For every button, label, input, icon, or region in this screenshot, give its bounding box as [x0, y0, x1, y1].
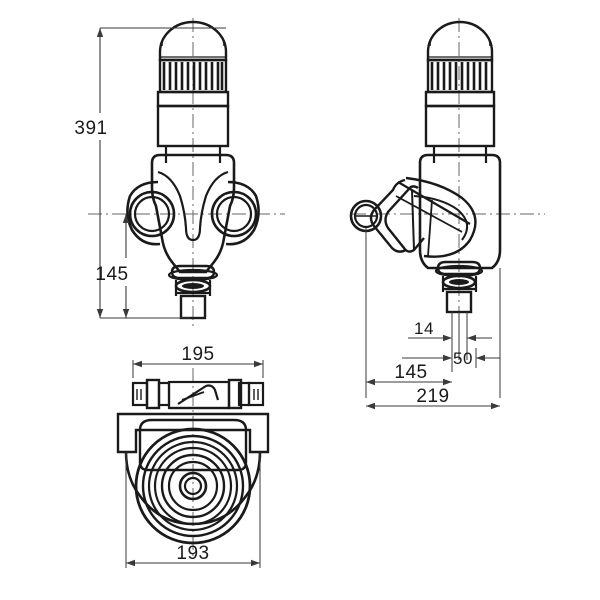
plan-circle-1 [134, 427, 252, 545]
dim-195-arrow-right [254, 360, 263, 368]
dim-193-arrow-left [126, 559, 135, 567]
plan-left-union-inner [157, 381, 171, 407]
dim-219-arrow-left [366, 402, 375, 410]
plan-view: 195 193 [116, 344, 270, 568]
plan-left-hex-nut [145, 378, 161, 410]
plan-circle-hub [183, 476, 203, 496]
dim-label-145-side: 145 [394, 362, 427, 383]
side-handle-left-rib [411, 189, 415, 251]
plan-circle-4 [153, 446, 233, 526]
outlet-seal-core [182, 283, 204, 289]
side-handle-top-edge [397, 181, 471, 225]
plan-bracket-plate [116, 412, 270, 454]
side-handle-mid-edge [395, 195, 463, 233]
side-upper-barrel [424, 104, 496, 148]
left-inlet-ring-inner [133, 195, 171, 233]
valve-body-outline [150, 153, 236, 274]
plan-circle-3 [147, 440, 239, 532]
dim-label-391: 391 [74, 118, 107, 139]
front-view: 391 145 [74, 18, 285, 330]
plan-left-union-outer [131, 381, 149, 407]
body-right-contour [198, 170, 229, 229]
dim-label-219: 219 [416, 386, 449, 407]
right-inlet-ring-inner [215, 195, 253, 233]
dim-label-145-front: 145 [95, 264, 128, 285]
dim-219-arrow-right [491, 402, 500, 410]
dim-50-arrow-left [443, 354, 452, 362]
dim-label-195: 195 [181, 344, 214, 365]
side-lever-housing [384, 185, 425, 253]
dim-145-arrow-top [122, 214, 130, 223]
outlet-spigot [179, 294, 207, 320]
plan-circle-5 [160, 453, 226, 519]
dim-391-arrow-bottom [96, 309, 104, 318]
side-view: 14 50 145 219 [349, 18, 545, 410]
cap-dome-inner-line [161, 21, 225, 47]
plan-circle-7 [178, 471, 208, 501]
plan-right-union-outer [247, 381, 265, 407]
plan-circle-2 [141, 434, 245, 538]
dim-145-side-arrow-left [366, 378, 375, 386]
side-handle-right-rib [427, 199, 433, 257]
side-outlet-seal-core [449, 279, 469, 285]
dim-145-side-arrow-right [443, 378, 452, 386]
side-body-outline [418, 153, 502, 270]
side-inlet-ring-inner [353, 203, 379, 229]
body-center-notch [184, 227, 202, 242]
plan-crossbar [167, 380, 231, 410]
side-handle-loop [405, 176, 477, 258]
left-inlet-ring-outer [128, 190, 176, 238]
plan-lever-diagonal [177, 384, 220, 405]
dim-label-14: 14 [414, 319, 434, 338]
side-lever-outer [369, 178, 407, 253]
left-inlet-outer [126, 180, 161, 246]
plan-lever-diagonal-inner [181, 391, 205, 401]
dim-145-arrow-bottom [122, 309, 130, 318]
upper-barrel [156, 104, 230, 148]
side-cap-dome [426, 20, 494, 62]
dim-label-50: 50 [453, 349, 473, 368]
side-cap-knurl-ribs [430, 62, 488, 90]
dim-195-arrow-left [133, 360, 142, 368]
cap-knurl-ribs [162, 62, 224, 90]
body-left-contour [157, 170, 188, 229]
dim-14-arrow-left [443, 334, 452, 342]
dim-label-193: 193 [176, 543, 209, 564]
plan-circle-6 [167, 460, 219, 512]
side-cap-collar [424, 90, 496, 108]
right-inlet-ring-outer [210, 190, 258, 238]
side-handle-loop-inner [413, 195, 469, 241]
dim-193-arrow-right [251, 559, 260, 567]
right-inlet-outer [225, 180, 260, 246]
side-cap-dome-inner-line [429, 21, 491, 47]
dim-391-arrow-top [96, 28, 104, 37]
